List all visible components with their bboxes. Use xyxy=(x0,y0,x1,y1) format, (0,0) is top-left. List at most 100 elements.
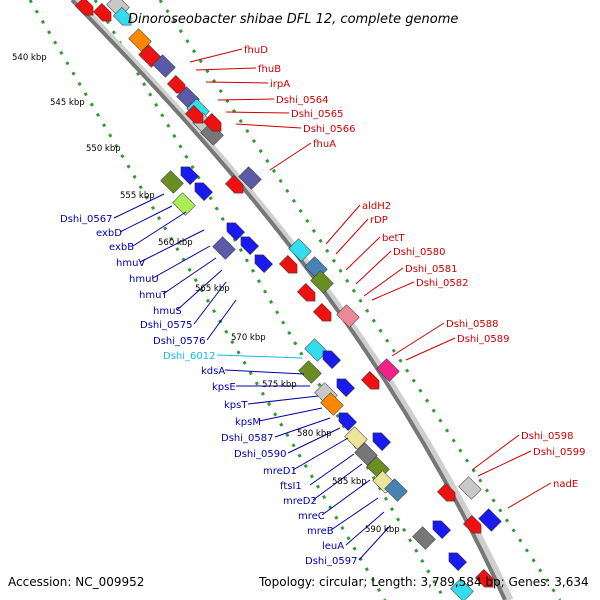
leader-right-18 xyxy=(507,482,552,509)
leader-right-17 xyxy=(477,450,532,477)
tick-label-7: 570 kbp xyxy=(231,333,266,343)
gene-feature-1 xyxy=(75,0,94,16)
tick-label-1: 540 kbp xyxy=(12,53,47,63)
leader-left-4 xyxy=(139,229,205,263)
leader-left-1 xyxy=(113,193,165,219)
gene-feature-29 xyxy=(297,283,316,302)
gene-label-hmus: hmuS xyxy=(153,306,182,317)
gene-feature-15 xyxy=(225,175,244,194)
gene-feature-52 xyxy=(432,520,451,539)
gene-label-leua: leuA xyxy=(322,541,344,552)
leader-right-16 xyxy=(471,434,520,471)
gene-feature-48 xyxy=(458,476,482,500)
gene-feature-30 xyxy=(313,303,332,322)
gene-label-dshi_0575: Dshi_0575 xyxy=(140,320,192,331)
gene-feature-17 xyxy=(160,170,184,194)
gene-feature-21 xyxy=(212,236,236,260)
gene-feature-31 xyxy=(336,304,360,328)
gene-label-dshi_0598: Dshi_0598 xyxy=(521,431,573,442)
leader-left-22 xyxy=(345,511,385,546)
gene-label-exbd: exbD xyxy=(96,228,122,239)
tick-label-2: 545 kbp xyxy=(50,98,85,108)
genome-backbone xyxy=(70,0,507,600)
leader-left-16 xyxy=(287,427,341,454)
gene-label-mred2: mreD2 xyxy=(283,496,317,507)
gene-label-dshi_0567: Dshi_0567 xyxy=(60,214,112,225)
gene-label-dshi_0599: Dshi_0599 xyxy=(533,447,585,458)
tick-label-10: 585 kbp xyxy=(332,477,367,487)
gene-label-dshi_0581: Dshi_0581 xyxy=(405,264,457,275)
gene-feature-24 xyxy=(254,254,273,273)
leader-right-13 xyxy=(371,281,415,301)
gene-feature-16 xyxy=(238,166,262,190)
gene-label-dshi_0590: Dshi_0590 xyxy=(234,449,286,460)
gene-label-dshi_0588: Dshi_0588 xyxy=(446,319,498,330)
gene-feature-45 xyxy=(361,371,380,390)
leader-right-4 xyxy=(217,98,275,101)
gene-feature-55 xyxy=(475,569,494,588)
gene-feature-33 xyxy=(298,360,322,384)
leader-right-5 xyxy=(225,111,290,114)
gene-feature-27 xyxy=(310,270,334,294)
leader-left-23 xyxy=(358,525,391,561)
tick-label-4: 555 kbp xyxy=(120,191,155,201)
gene-feature-32 xyxy=(304,338,328,362)
leader-left-19 xyxy=(312,463,363,501)
leader-left-8 xyxy=(193,281,227,325)
gene-feature-7 xyxy=(152,54,176,78)
leader-left-9 xyxy=(206,299,237,341)
gene-label-dshi_0589: Dshi_0589 xyxy=(457,334,509,345)
gene-label-mreb: mreB xyxy=(307,526,334,537)
gene-feature-49 xyxy=(463,515,482,534)
gene-label-dshi_0582: Dshi_0582 xyxy=(416,278,468,289)
gene-label-fhub: fhuB xyxy=(258,64,281,75)
gene-label-aldh2: aldH2 xyxy=(362,201,391,212)
tick-label-8: 575 kbp xyxy=(262,380,297,390)
leader-left-21 xyxy=(330,497,379,531)
gene-label-kpst: kpsT xyxy=(224,400,248,411)
gene-label-mrec: mreC xyxy=(298,511,325,522)
gene-label-dshi_0580: Dshi_0580 xyxy=(393,247,445,258)
accession-text: Accession: NC_009952 xyxy=(8,575,144,589)
gene-label-rdp: rDP xyxy=(370,215,388,226)
gene-label-ftsi1: ftsI1 xyxy=(280,481,302,492)
gene-label-dshi_0576: Dshi_0576 xyxy=(153,336,205,347)
gene-feature-47 xyxy=(437,483,456,502)
gene-label-bett: betT xyxy=(382,233,405,244)
dotted-tracks xyxy=(28,0,562,600)
gene-label-exbb: exbB xyxy=(109,242,134,253)
gene-label-kdsa: kdsA xyxy=(201,366,225,377)
gene-feature-41 xyxy=(354,442,378,466)
leader-right-9 xyxy=(335,218,369,255)
gene-feature-34 xyxy=(322,350,341,369)
leader-left-6 xyxy=(162,257,217,295)
leader-left-5 xyxy=(152,245,211,279)
leader-right-8 xyxy=(325,204,361,245)
gene-feature-22 xyxy=(226,222,245,241)
label-leader-lines xyxy=(113,48,552,561)
gene-feature-25 xyxy=(288,238,312,262)
leader-right-6 xyxy=(235,123,302,129)
dotted-track-inner xyxy=(28,0,387,600)
gene-label-dshi_6012: Dshi_6012 xyxy=(163,351,215,362)
gene-feature-39 xyxy=(344,426,368,450)
gene-features xyxy=(75,0,502,600)
gene-label-nade: nadE xyxy=(553,479,578,490)
gene-feature-4 xyxy=(113,7,132,26)
leader-right-3 xyxy=(205,81,269,84)
gene-label-dshi_0565: Dshi_0565 xyxy=(291,109,343,120)
leader-left-7 xyxy=(176,269,223,311)
leader-right-10 xyxy=(345,236,381,271)
gene-feature-54 xyxy=(448,552,467,571)
gene-label-hmuv: hmuV xyxy=(116,258,145,269)
tick-label-11: 590 kbp xyxy=(365,525,400,535)
gene-feature-38 xyxy=(338,412,357,431)
gene-feature-40 xyxy=(372,432,391,451)
gene-feature-2 xyxy=(93,3,112,22)
gene-label-mred1: mreD1 xyxy=(263,466,297,477)
gene-label-hmut: hmuT xyxy=(139,290,168,301)
dotted-track-mid xyxy=(93,0,447,600)
gene-feature-19 xyxy=(194,182,213,201)
gene-feature-23 xyxy=(240,236,259,255)
